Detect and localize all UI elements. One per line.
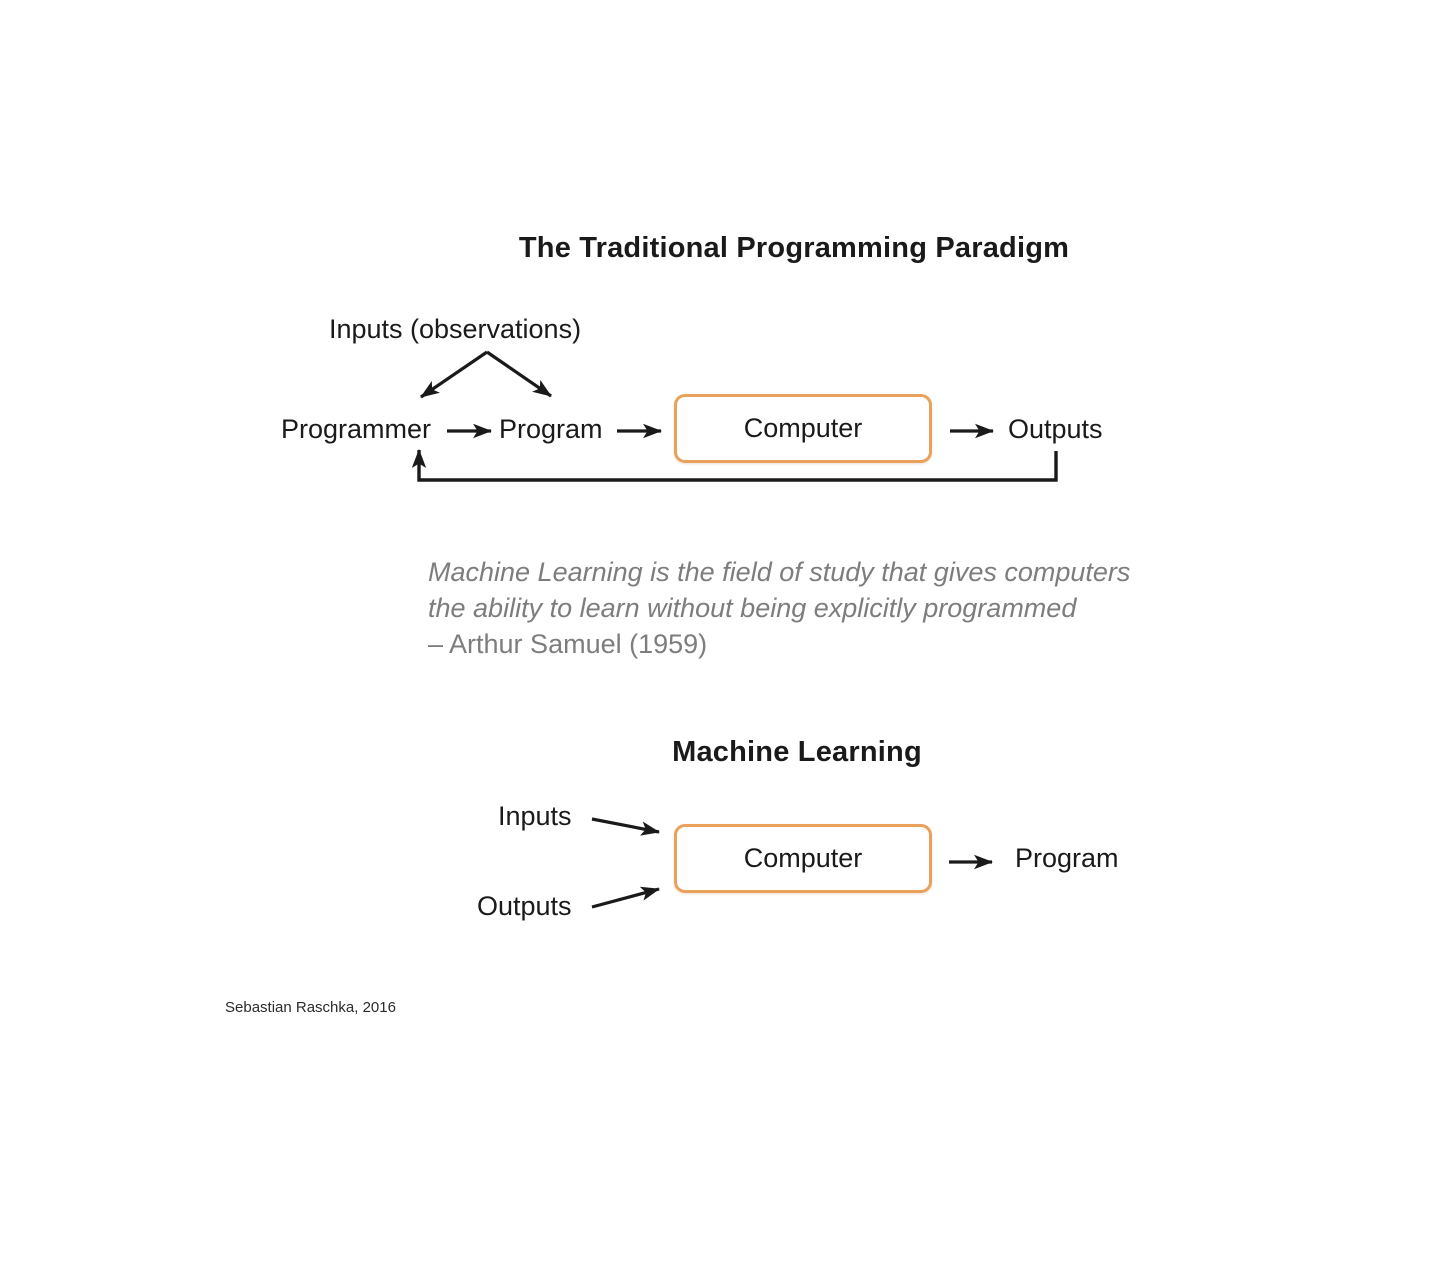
quote-line-1: Machine Learning is the field of study t… <box>428 557 1131 587</box>
quote-attribution: – Arthur Samuel (1959) <box>428 629 708 659</box>
machine-learning-title: Machine Learning <box>672 736 922 768</box>
arrow-ml-inputs-to-computer <box>591 817 660 836</box>
program-node: Program <box>499 414 603 444</box>
quote-line-2: the ability to learn without being expli… <box>428 593 1077 623</box>
author-credit: Sebastian Raschka, 2016 <box>225 999 396 1016</box>
ml-program-node: Program <box>1015 843 1119 873</box>
programmer-node: Programmer <box>281 414 432 444</box>
inputs-observations-label: Inputs (observations) <box>328 314 582 344</box>
arthur-samuel-quote: Machine Learning is the field of study t… <box>428 554 1130 662</box>
traditional-paradigm-title: The Traditional Programming Paradigm <box>518 232 1070 264</box>
ml-inputs-node: Inputs <box>498 801 572 831</box>
arrow-outputs-feedback-to-programmer <box>411 449 1058 482</box>
ml-outputs-node: Outputs <box>477 891 572 921</box>
outputs-node: Outputs <box>1008 414 1103 444</box>
computer-box-traditional-label: Computer <box>743 413 863 443</box>
computer-box-ml-label: Computer <box>743 843 863 873</box>
computer-box-traditional: Computer <box>674 394 932 463</box>
arrow-ml-outputs-to-computer <box>591 886 660 909</box>
arrow-inputs-to-program <box>486 350 552 398</box>
arrow-inputs-to-programmer <box>420 350 488 399</box>
computer-box-ml: Computer <box>674 824 932 893</box>
